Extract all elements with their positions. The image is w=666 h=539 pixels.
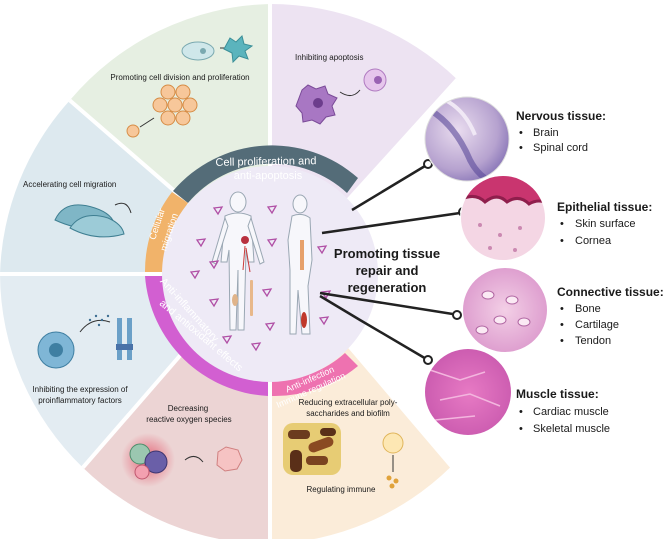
- immune-sector: [270, 347, 450, 539]
- tissue-item: Spinal cord: [533, 142, 588, 154]
- heart-icon: [241, 236, 249, 244]
- cytokine-release-illustration: [37, 314, 133, 369]
- inflammatory-text-2: proinflammatory factors: [38, 396, 122, 405]
- tissue-list-connective: Connective tissue: • Bone • Cartilage • …: [557, 285, 664, 347]
- migration-sector: [0, 100, 193, 275]
- human-side-figure: [287, 194, 313, 335]
- bullet: •: [519, 127, 523, 139]
- tissue-title-connective: Connective tissue:: [557, 285, 664, 299]
- tissue-item: Cornea: [575, 235, 612, 247]
- tissue-item: Bone: [575, 303, 601, 315]
- tissue-item: Cardiac muscle: [533, 406, 609, 418]
- ros-text-2: reactive oxygen species: [146, 415, 231, 424]
- tissue-list-nervous: Nervous tissue: • Brain • Spinal cord: [516, 109, 606, 154]
- proliferation-text: Promoting cell division and proliferatio…: [110, 73, 249, 82]
- tissue-item: Skin surface: [575, 218, 636, 230]
- tissue-item: Skeletal muscle: [533, 423, 610, 435]
- tissue-title-muscle: Muscle tissue:: [516, 387, 599, 401]
- bullet: •: [560, 335, 564, 347]
- migration-text: Accelerating cell migration: [23, 180, 116, 189]
- tissue-title-nervous: Nervous tissue:: [516, 109, 606, 123]
- muscle-tissue-image: [424, 348, 512, 436]
- epithelial-tissue-image: [460, 175, 546, 261]
- bullet: •: [519, 406, 523, 418]
- immune-text: Regulating immune: [307, 485, 376, 494]
- connective-tissue-image: [462, 267, 548, 353]
- tissue-item: Brain: [533, 127, 559, 139]
- ring-label-proliferation-2: anti-apoptosis: [234, 170, 303, 182]
- connector-lines: [319, 164, 461, 362]
- knee-icon: [232, 294, 238, 306]
- arrow-icon: [139, 117, 155, 128]
- ring-band-proliferation: [173, 145, 358, 203]
- ring-band-antiinfection: [272, 353, 358, 397]
- apoptotic-cell-illustration: [295, 68, 387, 125]
- bullet: •: [560, 235, 564, 247]
- ring-label-proliferation-1: Cell proliferation and: [215, 155, 316, 169]
- center-title-line-1: Promoting tissue: [334, 246, 440, 261]
- ring-band-antiinflammatory: [145, 276, 268, 396]
- center-disc: [162, 166, 378, 382]
- connector-endpoints: [423, 159, 468, 365]
- apoptosis-sector: [270, 3, 458, 201]
- cell-cluster-illustration: [126, 84, 198, 138]
- biofilm-text-1: Reducing extracellular poly-: [299, 398, 398, 407]
- tissue-list-epithelial: Epithelial tissue: • Skin surface • Corn…: [557, 200, 652, 247]
- bullet: •: [560, 218, 564, 230]
- vessels-icon: [242, 245, 251, 273]
- bone-icon: [250, 280, 253, 316]
- bullet: •: [519, 142, 523, 154]
- nervous-tissue-image: [424, 96, 510, 182]
- bullet: •: [560, 319, 564, 331]
- tissue-list-muscle: Muscle tissue: • Cardiac muscle • Skelet…: [516, 387, 610, 435]
- tissue-title-epithelial: Epithelial tissue:: [557, 200, 652, 214]
- migrating-cells-illustration: [54, 202, 132, 238]
- tissue-item: Cartilage: [575, 319, 619, 331]
- bullet: •: [519, 423, 523, 435]
- inflammatory-text-1: Inhibiting the expression of: [32, 385, 128, 394]
- ros-cells-illustration: [121, 433, 243, 487]
- inflammatory-sector: [0, 274, 193, 468]
- bullet: •: [560, 303, 564, 315]
- biofilm-illustration: [283, 423, 341, 475]
- immune-cell-illustration: [382, 432, 404, 489]
- apoptosis-text: Inhibiting apoptosis: [295, 53, 364, 62]
- dividing-cell-illustration: [181, 35, 254, 64]
- ring-band-migration: [144, 192, 188, 272]
- ros-sector: [82, 341, 270, 539]
- tissue-item: Tendon: [575, 335, 611, 347]
- center-title-line-2: repair and: [356, 263, 419, 278]
- sector-dividers: [0, 0, 457, 539]
- muscle-icon: [301, 312, 307, 328]
- ros-text-1: Decreasing: [168, 404, 208, 413]
- biofilm-text-2: saccharides and biofilm: [306, 409, 390, 418]
- spine-icon: [300, 240, 304, 270]
- center-title-line-3: regeneration: [348, 280, 427, 295]
